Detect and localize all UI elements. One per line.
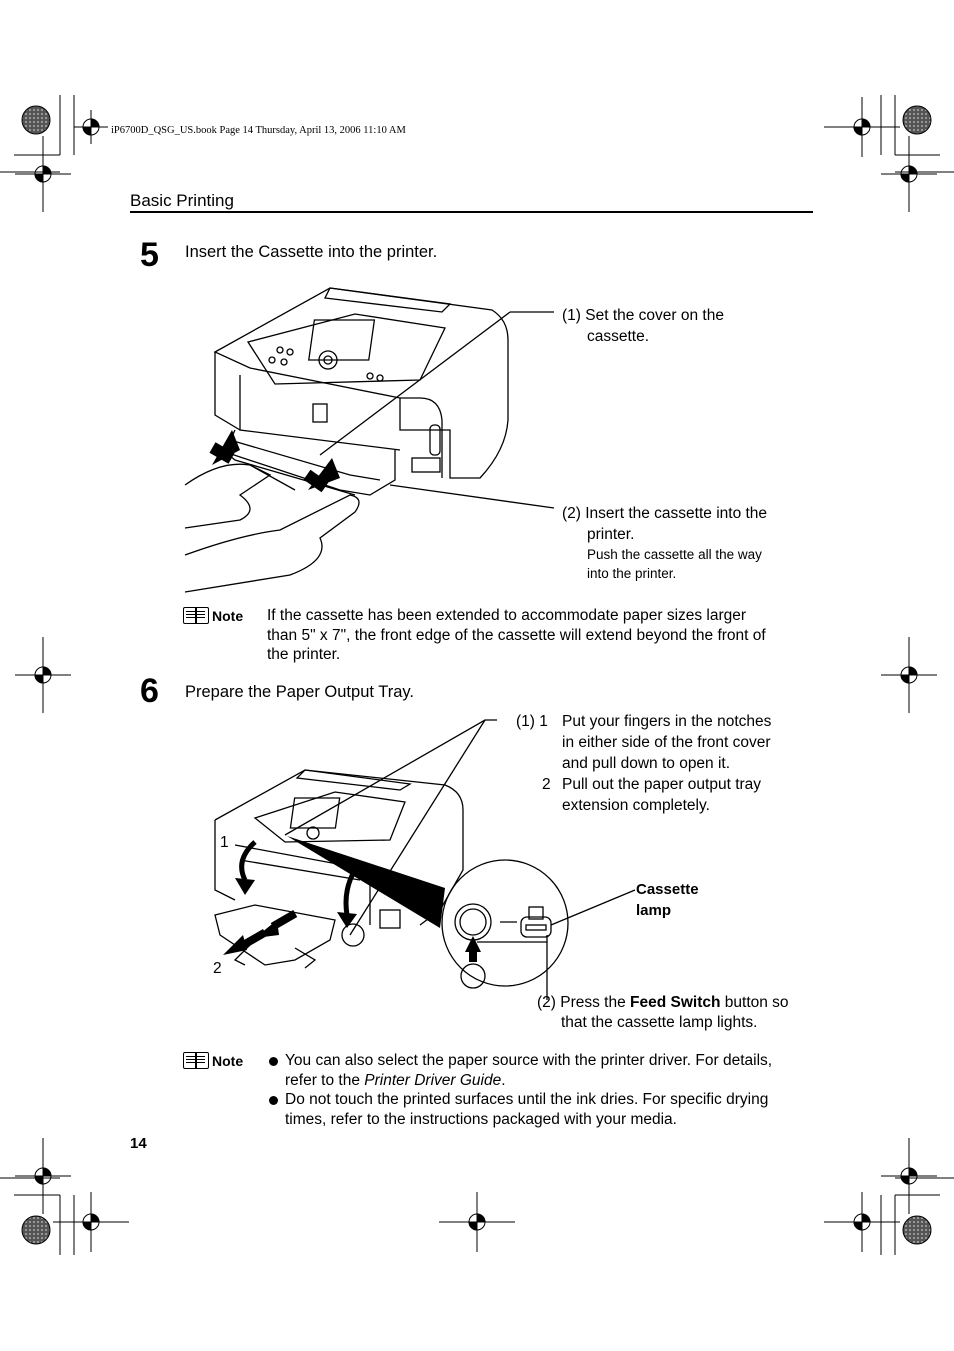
cassette-lamp-label-1: Cassette: [636, 881, 699, 898]
step5-callout2-sub2: into the printer.: [587, 566, 677, 581]
note-line: the printer.: [267, 646, 341, 664]
output-tray-illustration: [214, 719, 636, 1000]
step5-note-body: If the cassette has been extended to acc…: [267, 606, 766, 665]
note-badge-2: Note: [183, 1052, 243, 1069]
note-label: Note: [212, 1052, 244, 1069]
figure-label-1: 1: [220, 834, 229, 851]
step5-callout2-line1: (2) Insert the cassette into the: [562, 505, 768, 522]
step5-callout2-line2: printer.: [587, 526, 635, 543]
step-5-title: Insert the Cassette into the printer.: [185, 243, 438, 261]
step6-c2-line2: extension completely.: [562, 797, 710, 814]
step6-note-list: You can also select the paper source wit…: [267, 1051, 817, 1129]
note-badge-1: Note: [183, 607, 243, 624]
step6-c1-line1: Put your fingers in the notches: [562, 713, 772, 730]
page-number: 14: [130, 1135, 147, 1152]
driver-guide-title: Printer Driver Guide: [364, 1071, 502, 1089]
bullet2-line1: Do not touch the printed surfaces until …: [285, 1091, 769, 1109]
figure-label-2: 2: [213, 960, 222, 977]
step6-c1-line3: and pull down to open it.: [562, 755, 731, 772]
list-item: Do not touch the printed surfaces until …: [267, 1090, 817, 1129]
bullet1-pre: refer to the: [285, 1071, 365, 1089]
step6-press-line1: (2) Press the Feed Switch button so: [537, 992, 789, 1013]
printer-cassette-illustration: [184, 287, 555, 593]
note-book-icon: [183, 1052, 209, 1069]
list-item: You can also select the paper source wit…: [267, 1051, 817, 1090]
note-label: Note: [212, 607, 244, 624]
step-number-6: 6: [140, 672, 159, 710]
bullet1-post: .: [501, 1071, 506, 1089]
section-rule: [130, 211, 813, 213]
bullet1-line1: You can also select the paper source wit…: [285, 1052, 773, 1069]
step-6-title: Prepare the Paper Output Tray.: [185, 683, 414, 701]
note-line: If the cassette has been extended to acc…: [267, 607, 747, 624]
bullet1-line2: refer to the Printer Driver Guide.: [285, 1071, 817, 1091]
step-number-5: 5: [140, 236, 159, 274]
step6-c2-line1: Pull out the paper output tray: [562, 776, 762, 793]
cassette-lamp-label-2: lamp: [636, 902, 672, 919]
bullet2-line2: times, refer to the instructions package…: [285, 1110, 677, 1128]
note-line: than 5" x 7", the front edge of the cass…: [267, 626, 766, 644]
note-book-icon: [183, 607, 209, 624]
step6-c1-line2: in either side of the front cover: [562, 734, 771, 751]
press-prefix: (2) Press the: [537, 994, 631, 1011]
feed-switch-label: Feed Switch: [630, 994, 721, 1011]
step6-press-line2: that the cassette lamp lights.: [561, 1014, 758, 1031]
step6-c2-prefix: 2: [542, 776, 551, 793]
step5-callout2-sub1: Push the cassette all the way: [587, 547, 762, 562]
step6-c1-prefix: (1) 1: [516, 713, 548, 730]
section-title: Basic Printing: [130, 191, 234, 210]
step5-callout1-line2: cassette.: [587, 328, 650, 345]
book-meta-line: iP6700D_QSG_US.book Page 14 Thursday, Ap…: [111, 125, 406, 136]
step5-callout1-line1: (1) Set the cover on the: [562, 307, 724, 324]
press-suffix: button so: [720, 994, 789, 1011]
